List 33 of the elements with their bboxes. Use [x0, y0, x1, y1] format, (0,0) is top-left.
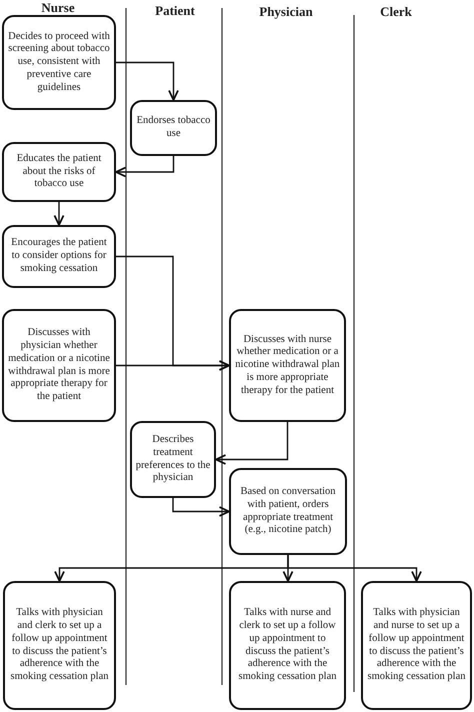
lane-header: Clerk	[380, 4, 412, 20]
arrow	[54, 202, 64, 226]
lane-header: Nurse	[41, 0, 75, 16]
step-text: Encourages the patient to consider options for smoking cessation	[10, 237, 108, 276]
arrow	[115, 156, 174, 178]
process-box	[130, 100, 217, 156]
step-text: Discusses with physician whether medication or a nicotine withdrawal plan is more appropriate therapy for the patient	[7, 327, 111, 404]
process-box	[361, 581, 472, 710]
step-text: Discusses with nurse whether medication or a nicotine withdrawal plan is more appropriate therapy for the patient	[234, 334, 341, 398]
arrow	[172, 498, 230, 517]
step-text: Talks with nurse and clerk to set up a follow up appointment to discuss the patient’s adherence with the smoking cessation plan	[238, 607, 338, 684]
step-text: Decides to proceed with screening about tobacco use, consistent with preventive care guidelines	[7, 30, 111, 94]
step-text: Talks with physician and clerk to set up a follow up appointment to discuss the patient’s adherence with the smoking cessation plan	[10, 607, 110, 684]
lane-header: Patient	[155, 3, 195, 19]
arrow	[116, 62, 179, 101]
step-text: Based on conversation with patient, orders appropriate treatment (e.g., nicotine patch)	[239, 486, 337, 537]
process-box	[229, 581, 346, 710]
process-box	[229, 309, 346, 422]
process-box	[130, 421, 216, 498]
process-box	[2, 15, 116, 110]
step-text: Endorses tobacco use	[136, 115, 212, 141]
process-box	[2, 142, 116, 202]
step-text: Describes treatment preferences to the physician	[135, 434, 211, 485]
process-box	[2, 309, 116, 422]
step-text: Educates the patient about the risks of tobacco use	[16, 152, 102, 192]
step-text: Talks with physician and nurse to set up a follow up appointment to discuss the patient’s adherence with the smoking cessation plan	[366, 607, 466, 684]
arrow	[116, 360, 230, 371]
process-box	[229, 468, 347, 555]
process-box	[2, 225, 116, 288]
lane-header: Physician	[259, 4, 313, 20]
arrow	[215, 422, 288, 465]
arrow	[287, 555, 422, 582]
process-box	[3, 581, 116, 710]
